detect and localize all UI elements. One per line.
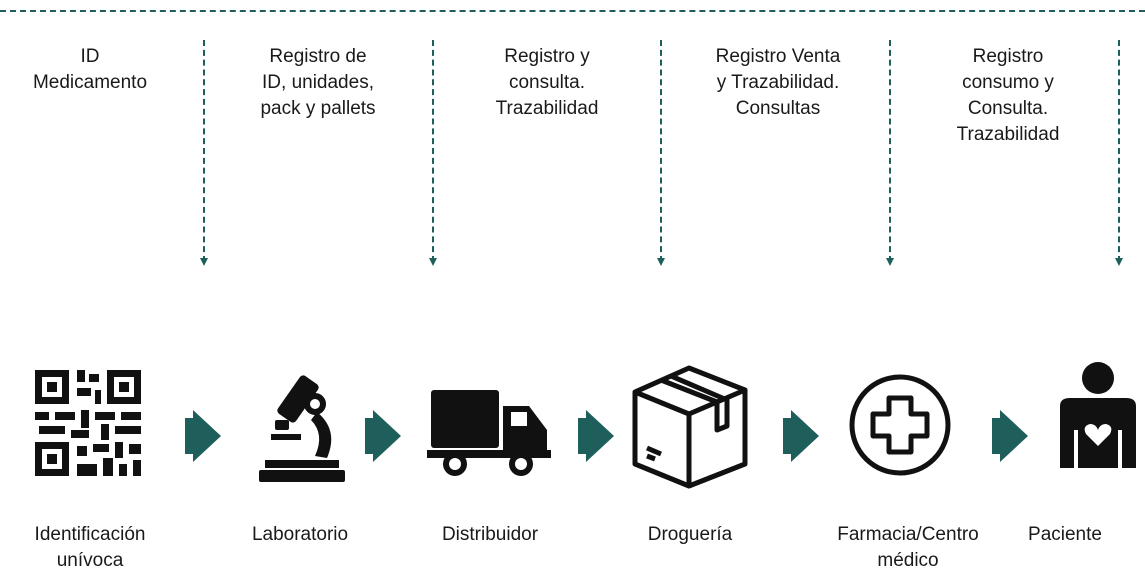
stage-label-paciente: Paciente (1028, 524, 1102, 545)
info-text-farmacia: Registro consumo y Consulta. Trazabilida… (956, 46, 1060, 145)
pointer-head-paciente (1115, 258, 1123, 266)
info-text-laboratorio: Registro de ID, unidades, pack y pallets (260, 46, 376, 119)
info-text-distribuidor: Registro y consulta. Trazabilidad (495, 46, 599, 119)
pointer-line-laboratorio (203, 40, 205, 262)
pointer-head-laboratorio (200, 258, 208, 266)
arrow-right-icon (992, 410, 1028, 462)
arrow-right-icon (578, 410, 614, 462)
pointer-head-farmacia (886, 258, 894, 266)
arrow-right-icon (185, 410, 221, 462)
patient-icon (1060, 362, 1136, 468)
info-text-id-medicamento: ID Medicamento (32, 46, 148, 93)
microscope-icon (259, 375, 345, 482)
pointer-head-drogueria (657, 258, 665, 266)
stage-label-farmacia: Farmacia/Centro médico (837, 524, 979, 571)
qr-code-icon (35, 370, 141, 476)
box-icon (632, 365, 748, 489)
info-text-drogueria: Registro Venta y Trazabilidad. Consultas (715, 46, 841, 119)
arrow-right-icon (365, 410, 401, 462)
stage-label-distribuidor: Distribuidor (441, 524, 539, 545)
pointer-head-distribuidor (429, 258, 437, 266)
pointer-line-distribuidor (432, 40, 434, 262)
truck-icon (427, 390, 551, 476)
top-dashed-line (0, 10, 1145, 12)
stage-label-laboratorio: Laboratorio (251, 524, 349, 545)
pointer-line-drogueria (660, 40, 662, 262)
arrow-right-icon (783, 410, 819, 462)
medical-cross-icon (849, 374, 951, 476)
pointer-line-farmacia (889, 40, 891, 262)
stage-label-drogueria: Droguería (647, 524, 733, 545)
pointer-line-paciente (1118, 40, 1120, 262)
stage-label-identificacion: Identificación unívoca (34, 524, 146, 571)
